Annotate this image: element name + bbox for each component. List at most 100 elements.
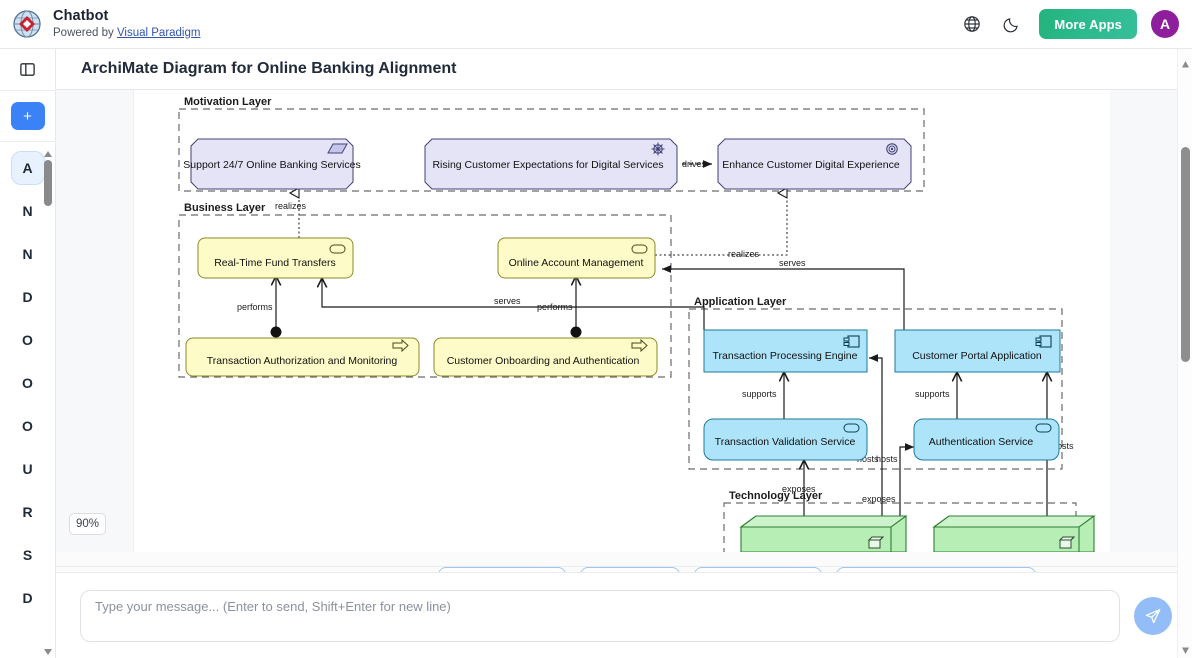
edge-label-realizes-1: realizes xyxy=(275,201,307,211)
visual-paradigm-logo-icon xyxy=(12,9,42,39)
node-label: Customer Onboarding and Authentication xyxy=(447,355,640,367)
edge-supports-2: supports xyxy=(915,372,957,419)
diagram-canvas[interactable]: Motivation Layer Business Layer Applicat… xyxy=(134,90,1110,552)
edge-label-supports-1: supports xyxy=(742,389,777,399)
layer-business: Business Layer xyxy=(178,202,672,378)
chat-item-label: S xyxy=(22,547,33,563)
requirement-icon xyxy=(327,143,348,154)
diagram-node-enhance-digital-experience[interactable]: Enhance Customer Digital Experience xyxy=(717,138,912,190)
business-service-icon xyxy=(631,244,648,254)
message-composer xyxy=(56,572,1192,658)
chat-item-2[interactable]: N xyxy=(11,237,45,271)
scroll-down-icon[interactable] xyxy=(1181,642,1190,654)
diagram-node-customer-portal-application[interactable]: Customer Portal Application xyxy=(894,329,1061,373)
node-label: Real-Time Fund Transfers xyxy=(214,257,336,269)
chat-item-label: A xyxy=(22,160,33,176)
page-scrollbar-thumb[interactable] xyxy=(1181,147,1190,362)
diagram-node-online-account-management[interactable]: Online Account Management xyxy=(497,237,656,279)
edge-label-hosts-2: hosts xyxy=(876,454,898,464)
layer-label-business: Business Layer xyxy=(184,202,266,214)
diagram-node-technology-1[interactable] xyxy=(739,515,908,552)
chat-item-9[interactable]: S xyxy=(11,538,45,572)
layer-technology: Technology Layer xyxy=(723,490,1077,552)
diagram-node-transaction-processing-engine[interactable]: Transaction Processing Engine xyxy=(703,329,868,373)
send-button[interactable] xyxy=(1134,596,1172,635)
app-title: Chatbot xyxy=(53,8,109,25)
layer-motivation: Motivation Layer xyxy=(178,96,925,192)
avatar[interactable]: A xyxy=(1151,10,1179,38)
node-label: Support 24/7 Online Banking Services xyxy=(183,159,360,171)
page-scrollbar[interactable] xyxy=(1177,49,1192,658)
chat-item-label: D xyxy=(22,590,33,606)
moon-icon[interactable] xyxy=(999,11,1025,37)
edge-serves-1: serves xyxy=(661,258,905,330)
diagram-node-transaction-authorization[interactable]: Transaction Authorization and Monitoring xyxy=(185,337,420,377)
goal-icon xyxy=(886,143,898,155)
more-apps-button[interactable]: More Apps xyxy=(1039,9,1137,39)
chat-item-1[interactable]: N xyxy=(11,194,45,228)
edge-label-serves-2: serves xyxy=(494,296,521,306)
new-chat-button[interactable]: + xyxy=(10,102,45,130)
chat-item-8[interactable]: R xyxy=(11,495,45,529)
application-service-icon xyxy=(1035,423,1052,433)
layer-label-technology: Technology Layer xyxy=(729,490,823,502)
edge-label-hosts-1: hosts xyxy=(857,454,879,464)
chat-item-label: O xyxy=(22,418,33,434)
diagram-node-support-online-banking[interactable]: Support 24/7 Online Banking Services xyxy=(183,138,361,190)
application-service-icon xyxy=(843,423,860,433)
top-actions: More Apps A xyxy=(959,9,1179,39)
node-label: Transaction Validation Service xyxy=(715,436,856,448)
globe-icon[interactable] xyxy=(959,11,985,37)
chat-item-5[interactable]: O xyxy=(11,366,45,400)
chat-item-3[interactable]: D xyxy=(11,280,45,314)
chat-item-label: N xyxy=(22,246,33,262)
message-input[interactable] xyxy=(80,589,1120,642)
diagram-node-authentication-service[interactable]: Authentication Service xyxy=(913,418,1060,461)
edge-serves-2: serves xyxy=(322,278,705,330)
layer-label-application: Application Layer xyxy=(694,296,787,308)
diagram-node-real-time-fund-transfers[interactable]: Real-Time Fund Transfers xyxy=(197,237,354,279)
edge-realizes-1: realizes xyxy=(275,193,307,238)
diagram-node-customer-onboarding[interactable]: Customer Onboarding and Authentication xyxy=(433,337,658,377)
panel-toggle-icon[interactable] xyxy=(0,49,56,91)
node-label: Transaction Authorization and Monitoring xyxy=(207,355,398,367)
edge-label-exposes-2: exposes xyxy=(862,494,896,504)
chat-item-7[interactable]: U xyxy=(11,452,45,486)
scroll-up-icon[interactable] xyxy=(1181,56,1190,68)
edge-realizes-2: realizes xyxy=(655,193,787,259)
diagram-node-rising-expectations[interactable]: Rising Customer Expectations for Digital… xyxy=(424,138,678,190)
zoom-level-badge[interactable]: 90% xyxy=(69,513,106,535)
edge-label-hosts-3: hosts xyxy=(1052,441,1074,451)
node-label: Online Account Management xyxy=(509,257,644,269)
application-component-icon xyxy=(1035,335,1052,348)
rail-scroll-down-icon[interactable] xyxy=(43,644,53,655)
layer-label-motivation: Motivation Layer xyxy=(184,96,272,108)
visual-paradigm-link[interactable]: Visual Paradigm xyxy=(116,26,201,39)
diagram-node-technology-2[interactable] xyxy=(932,515,1096,552)
driver-icon xyxy=(651,142,665,156)
node-label: Transaction Processing Engine xyxy=(713,350,858,362)
edge-label-performs-1: performs xyxy=(237,302,273,312)
chat-item-4[interactable]: O xyxy=(11,323,45,357)
edge-label-realizes-2: realizes xyxy=(728,249,760,259)
node-icon xyxy=(1058,536,1076,549)
application-component-icon xyxy=(843,335,860,348)
chat-item-label: D xyxy=(22,289,33,305)
powered-prefix: Powered by xyxy=(53,26,117,39)
brand: Chatbot Powered by Visual Paradigm xyxy=(12,9,200,39)
edge-label-supports-2: supports xyxy=(915,389,950,399)
rail-scroll-up-icon[interactable] xyxy=(43,146,53,157)
rail-scrollbar-thumb[interactable] xyxy=(43,160,52,206)
layer-application: Application Layer xyxy=(688,296,1063,470)
chat-item-label: O xyxy=(22,375,33,391)
chat-item-label: R xyxy=(22,504,33,520)
chat-item-6[interactable]: O xyxy=(11,409,45,443)
chat-item-0[interactable]: A xyxy=(10,151,45,185)
diagram-node-transaction-validation-service[interactable]: Transaction Validation Service xyxy=(703,418,868,461)
canvas-bottom-edge xyxy=(56,552,1192,567)
business-process-icon xyxy=(392,338,409,353)
chat-item-10[interactable]: D xyxy=(11,581,45,615)
canvas-left-gutter xyxy=(56,90,134,552)
page-title: ArchiMate Diagram for Online Banking Ali… xyxy=(81,60,457,77)
rail-scrollbar[interactable] xyxy=(42,142,54,658)
